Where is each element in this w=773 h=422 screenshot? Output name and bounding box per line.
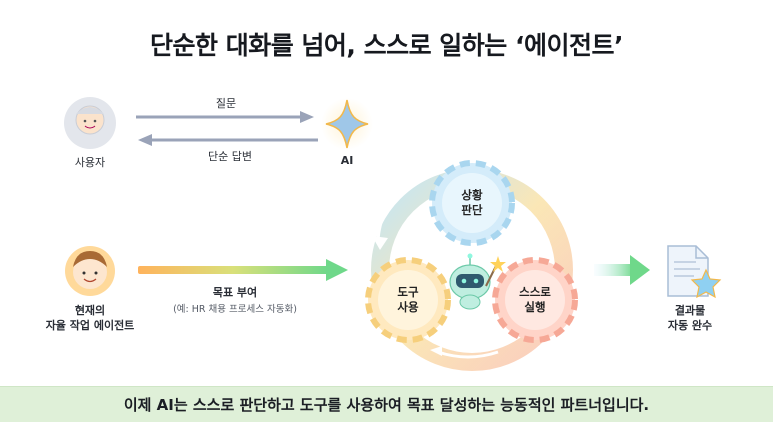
page-title: 단순한 대화를 넘어, 스스로 일하는 ‘에이전트’ <box>149 31 624 60</box>
gear-right-icon <box>492 257 578 343</box>
ai-label: AI <box>340 154 354 167</box>
gear-left-label: 도구 사용 <box>378 285 438 315</box>
gear-left-line2: 사용 <box>397 300 419 314</box>
answer-arrow <box>138 134 318 146</box>
question-arrow <box>136 111 314 123</box>
footer-banner <box>0 386 773 422</box>
question-label: 질문 <box>215 97 237 110</box>
gear-right-line2: 실행 <box>524 300 546 314</box>
user-label: 사용자 <box>74 156 106 169</box>
document-star-icon <box>667 245 722 299</box>
gear-right-label: 스스로 실행 <box>505 285 565 315</box>
gear-top-label: 상황 판단 <box>442 188 502 218</box>
result-label-line1: 결과물 <box>674 304 706 317</box>
goal-label: 목표 부여 <box>212 286 258 299</box>
agent-avatar-icon <box>65 246 115 296</box>
goal-arrow <box>138 259 348 281</box>
gear-top-icon <box>429 160 515 246</box>
result-label-line2: 자동 완수 <box>667 319 713 332</box>
goal-example: (예: HR 채용 프로세스 자동화) <box>173 304 297 315</box>
agent-label-line1: 현재의 <box>74 304 106 317</box>
ai-sparkle-icon <box>321 98 373 150</box>
gear-top-line1: 상황 <box>461 188 483 202</box>
gear-right-line1: 스스로 <box>519 285 551 299</box>
answer-label: 단순 답변 <box>208 150 252 163</box>
agent-label-line2: 자율 작업 에이전트 <box>45 319 135 332</box>
robot-mascot-icon <box>449 253 506 310</box>
output-arrow <box>594 255 650 285</box>
gear-left-line1: 도구 <box>397 285 419 299</box>
footer-text: 이제 AI는 스스로 판단하고 도구를 사용하여 목표 달성하는 능동적인 파트… <box>123 396 650 414</box>
cycle-arrow-icons <box>372 170 580 359</box>
gear-top-line2: 판단 <box>461 203 483 217</box>
user-avatar-icon <box>64 97 116 149</box>
gear-left-icon <box>365 257 451 343</box>
